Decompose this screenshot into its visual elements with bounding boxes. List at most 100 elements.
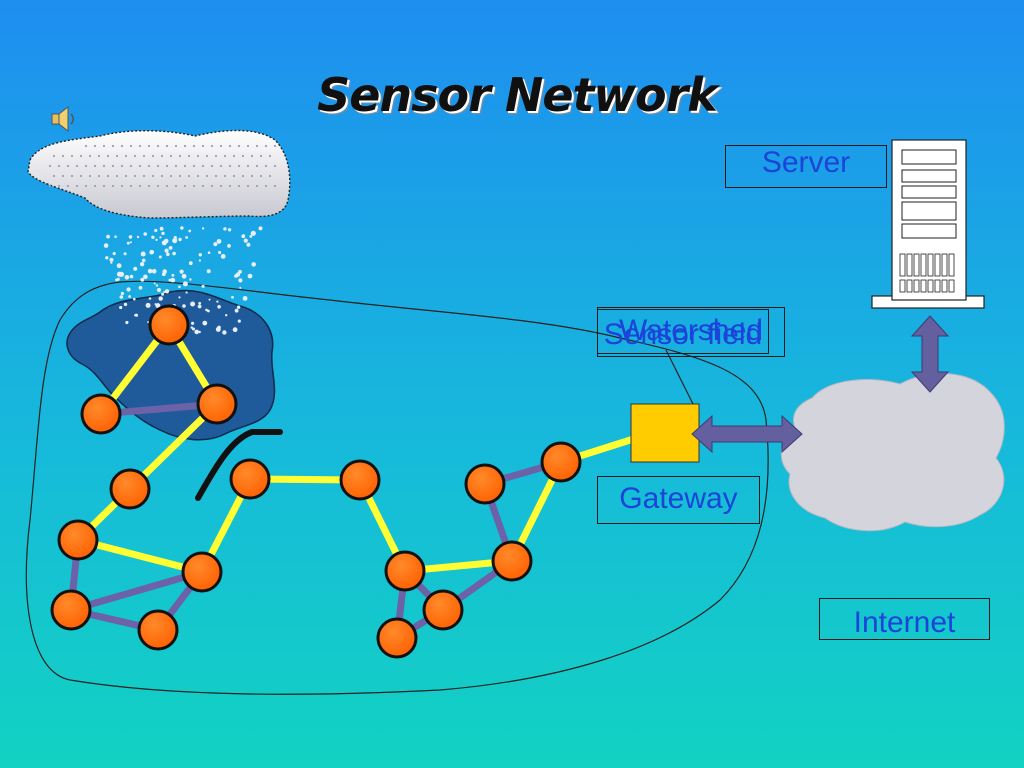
rain-drop — [189, 278, 192, 281]
rain-drop — [206, 269, 211, 274]
sensor-node — [181, 551, 223, 593]
cloud-texture-dot — [223, 174, 227, 178]
cloud-texture-dot — [210, 164, 214, 168]
cloud-texture-dot — [142, 174, 146, 178]
rain-drop — [182, 304, 186, 308]
gateway-label: Gateway — [597, 476, 760, 524]
rain-drop — [217, 305, 221, 309]
rain-drop — [215, 326, 221, 332]
rain-drop — [227, 228, 232, 232]
cloud-texture-dot — [250, 154, 254, 158]
cloud-texture-dot — [88, 154, 92, 158]
rain-drop — [164, 289, 170, 294]
rain-drops — [103, 226, 263, 335]
sensor-node — [109, 468, 151, 510]
cloud-texture-dot — [187, 154, 191, 158]
rain-drop — [143, 232, 147, 236]
cloud-texture-dot — [264, 184, 268, 188]
cloud-texture-dot — [174, 164, 178, 168]
rain-drop — [205, 308, 208, 312]
cloud-texture-dot — [237, 144, 241, 148]
rain-drop — [124, 275, 130, 280]
cloud-texture-dot — [169, 154, 173, 158]
cloud-texture-dot — [165, 184, 169, 188]
server-vent-slot — [941, 253, 948, 277]
rain-drop — [153, 282, 156, 285]
server-vent-slot — [906, 279, 913, 293]
rain-drop — [239, 286, 242, 289]
cloud-texture-dot — [84, 184, 88, 188]
slide-title: Sensor Network — [317, 68, 718, 122]
speaker-icon[interactable] — [50, 104, 78, 134]
rain-drop — [234, 308, 239, 313]
cloud-texture-dot — [129, 184, 133, 188]
cloud-texture-dot — [183, 144, 187, 148]
rain-drop — [247, 273, 253, 279]
cloud-texture-dot — [264, 144, 268, 148]
rain-drop — [125, 320, 129, 325]
cloud-texture-dot — [93, 144, 97, 148]
rain-drop — [154, 228, 158, 233]
cloud-texture-dot — [120, 164, 124, 168]
cloud-texture-dot — [106, 154, 110, 158]
rain-drop — [126, 241, 130, 245]
rain-drop — [185, 291, 188, 294]
sensor-node — [422, 589, 464, 631]
server-vent-slot — [920, 279, 927, 293]
rain-drop — [171, 273, 175, 277]
cloud-texture-dot — [124, 174, 128, 178]
cloud-texture-dot — [97, 174, 101, 178]
rain-drop — [119, 305, 123, 310]
rain-drop — [161, 240, 167, 246]
cloud-texture-dot — [160, 174, 164, 178]
rain-drop — [145, 302, 151, 308]
rain-drop — [110, 261, 113, 264]
rain-drop — [129, 274, 134, 279]
cloud-texture-dot — [138, 144, 142, 148]
rain-drop — [109, 257, 114, 262]
server-label: Server — [725, 145, 887, 188]
rain-drop — [222, 330, 227, 335]
sensor-node — [384, 550, 426, 592]
cloud-texture-dot — [151, 154, 155, 158]
cloud-texture-dot — [205, 154, 209, 158]
sensor-field-label: Sensor field — [597, 309, 769, 354]
cloud-texture-dot — [219, 164, 223, 168]
internet-cloud — [780, 373, 1005, 532]
rain-drop — [103, 243, 109, 248]
cloud-texture-dot — [178, 154, 182, 158]
rain-drop — [140, 251, 146, 257]
cloud-texture-dot — [160, 154, 164, 158]
rain-drop — [201, 227, 205, 230]
cloud-texture-dot — [111, 144, 115, 148]
rain-drop — [134, 313, 138, 317]
cloud-texture-dot — [115, 174, 119, 178]
rain-drop — [130, 241, 132, 244]
sensor-node — [80, 393, 122, 435]
rain-drop — [178, 296, 181, 299]
purple-link — [67, 568, 206, 614]
rain-drop — [106, 234, 110, 239]
cloud-texture-dot — [273, 144, 277, 148]
server-internet-arrow — [910, 315, 950, 393]
rain-drop — [213, 242, 218, 247]
sensor-node — [50, 589, 92, 631]
rain-drop — [188, 261, 193, 266]
cloud-texture-dot — [246, 144, 250, 148]
cloud-texture-dot — [264, 164, 268, 168]
cloud-texture-dot — [93, 164, 97, 168]
gateway-pointer — [665, 349, 695, 407]
rain-drop — [120, 291, 124, 296]
rain-drop — [158, 255, 162, 259]
cloud-texture-dot — [223, 154, 227, 158]
cloud-texture-dot — [115, 154, 119, 158]
cloud-texture-dot — [147, 144, 151, 148]
cloud-texture-dot — [57, 164, 61, 168]
server-vent-slot — [934, 253, 941, 277]
rain-drop — [173, 236, 177, 240]
yellow-link — [74, 536, 206, 576]
cloud-texture-dot — [268, 174, 272, 178]
cloud-texture-dot — [88, 174, 92, 178]
cloud-texture-dot — [79, 154, 83, 158]
rain-drop — [164, 250, 168, 253]
